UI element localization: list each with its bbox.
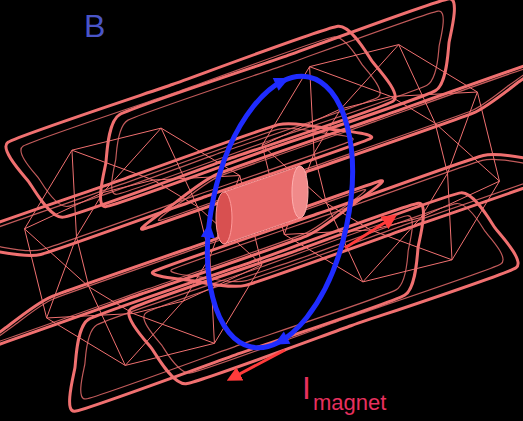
- strut: [391, 45, 477, 124]
- cylinder-end: [216, 192, 232, 244]
- coil: [0, 124, 372, 256]
- strut: [25, 150, 104, 236]
- strut: [47, 287, 133, 366]
- strut: [310, 45, 399, 109]
- current-symbol: I: [302, 372, 311, 404]
- magnetic-field-loop: [185, 63, 375, 361]
- coil: [6, 26, 395, 217]
- field-label: B: [84, 10, 105, 42]
- central-cylinder: [216, 166, 308, 244]
- cylinder-body: [224, 166, 300, 244]
- magnet-coils: [0, 0, 523, 411]
- current-arrows: [232, 218, 392, 378]
- strut: [72, 128, 161, 192]
- strut: [262, 67, 341, 153]
- strut: [125, 301, 214, 365]
- current-arrow: [232, 350, 285, 378]
- current-arrow: [345, 218, 392, 248]
- current-subscript: magnet: [313, 392, 386, 414]
- field-loop: [185, 63, 375, 361]
- coil: [0, 189, 366, 343]
- field-arrowhead: [271, 332, 291, 351]
- cylinder-end: [292, 166, 308, 218]
- coil: [0, 128, 353, 250]
- field-arrowhead: [273, 72, 292, 91]
- strut: [25, 229, 89, 318]
- coil: [81, 216, 413, 399]
- strut: [183, 257, 262, 343]
- field-arrowhead: [201, 222, 216, 238]
- strut: [435, 92, 499, 181]
- strut: [421, 173, 500, 259]
